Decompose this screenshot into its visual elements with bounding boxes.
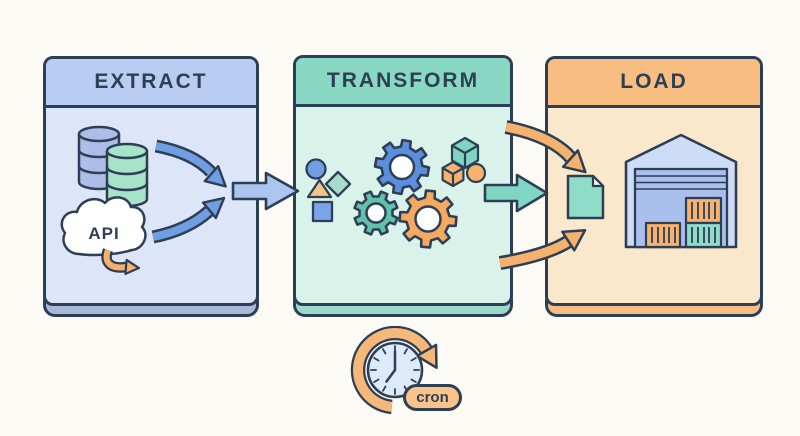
api-refresh-arrow-icon [101,248,141,275]
database-icon [77,125,149,208]
container-teal-right [684,221,723,249]
clock-ticks [370,345,420,395]
load-card: LOAD [545,56,763,306]
transform-card-title: TRANSFORM [296,58,510,107]
document-icon [566,174,605,220]
extract-flow-arrow-bottom [151,196,226,244]
gears-icon [346,134,460,251]
clock-face [366,341,424,399]
cron-clock-icon [350,326,438,415]
cron-badge: cron [403,384,462,411]
schedule-ring-arrow-icon [350,326,438,415]
transform-card: TRANSFORM [293,55,513,306]
gear-orange [396,187,460,251]
shape-circle [305,158,327,180]
container-orange-right [684,196,723,225]
api-cloud-icon: API [60,196,147,275]
load-card-title: LOAD [548,59,760,108]
shape-diamond [324,170,352,198]
container-orange-left [644,221,682,249]
clock-hands [385,350,397,383]
warehouse-icon [624,133,738,249]
cube-orange [441,160,465,188]
shape-square [311,200,334,223]
dot-orange [465,162,487,184]
raw-shapes-icon [305,158,352,223]
api-label: API [88,224,119,243]
gear-teal [346,183,406,243]
shape-triangle [306,178,333,199]
gear-blue [369,134,435,200]
extract-card-title: EXTRACT [46,59,256,108]
extract-flow-arrow-top [154,139,227,188]
cube-teal [450,136,480,170]
cubes-icon [441,136,487,188]
extract-card: EXTRACT API [43,56,259,306]
